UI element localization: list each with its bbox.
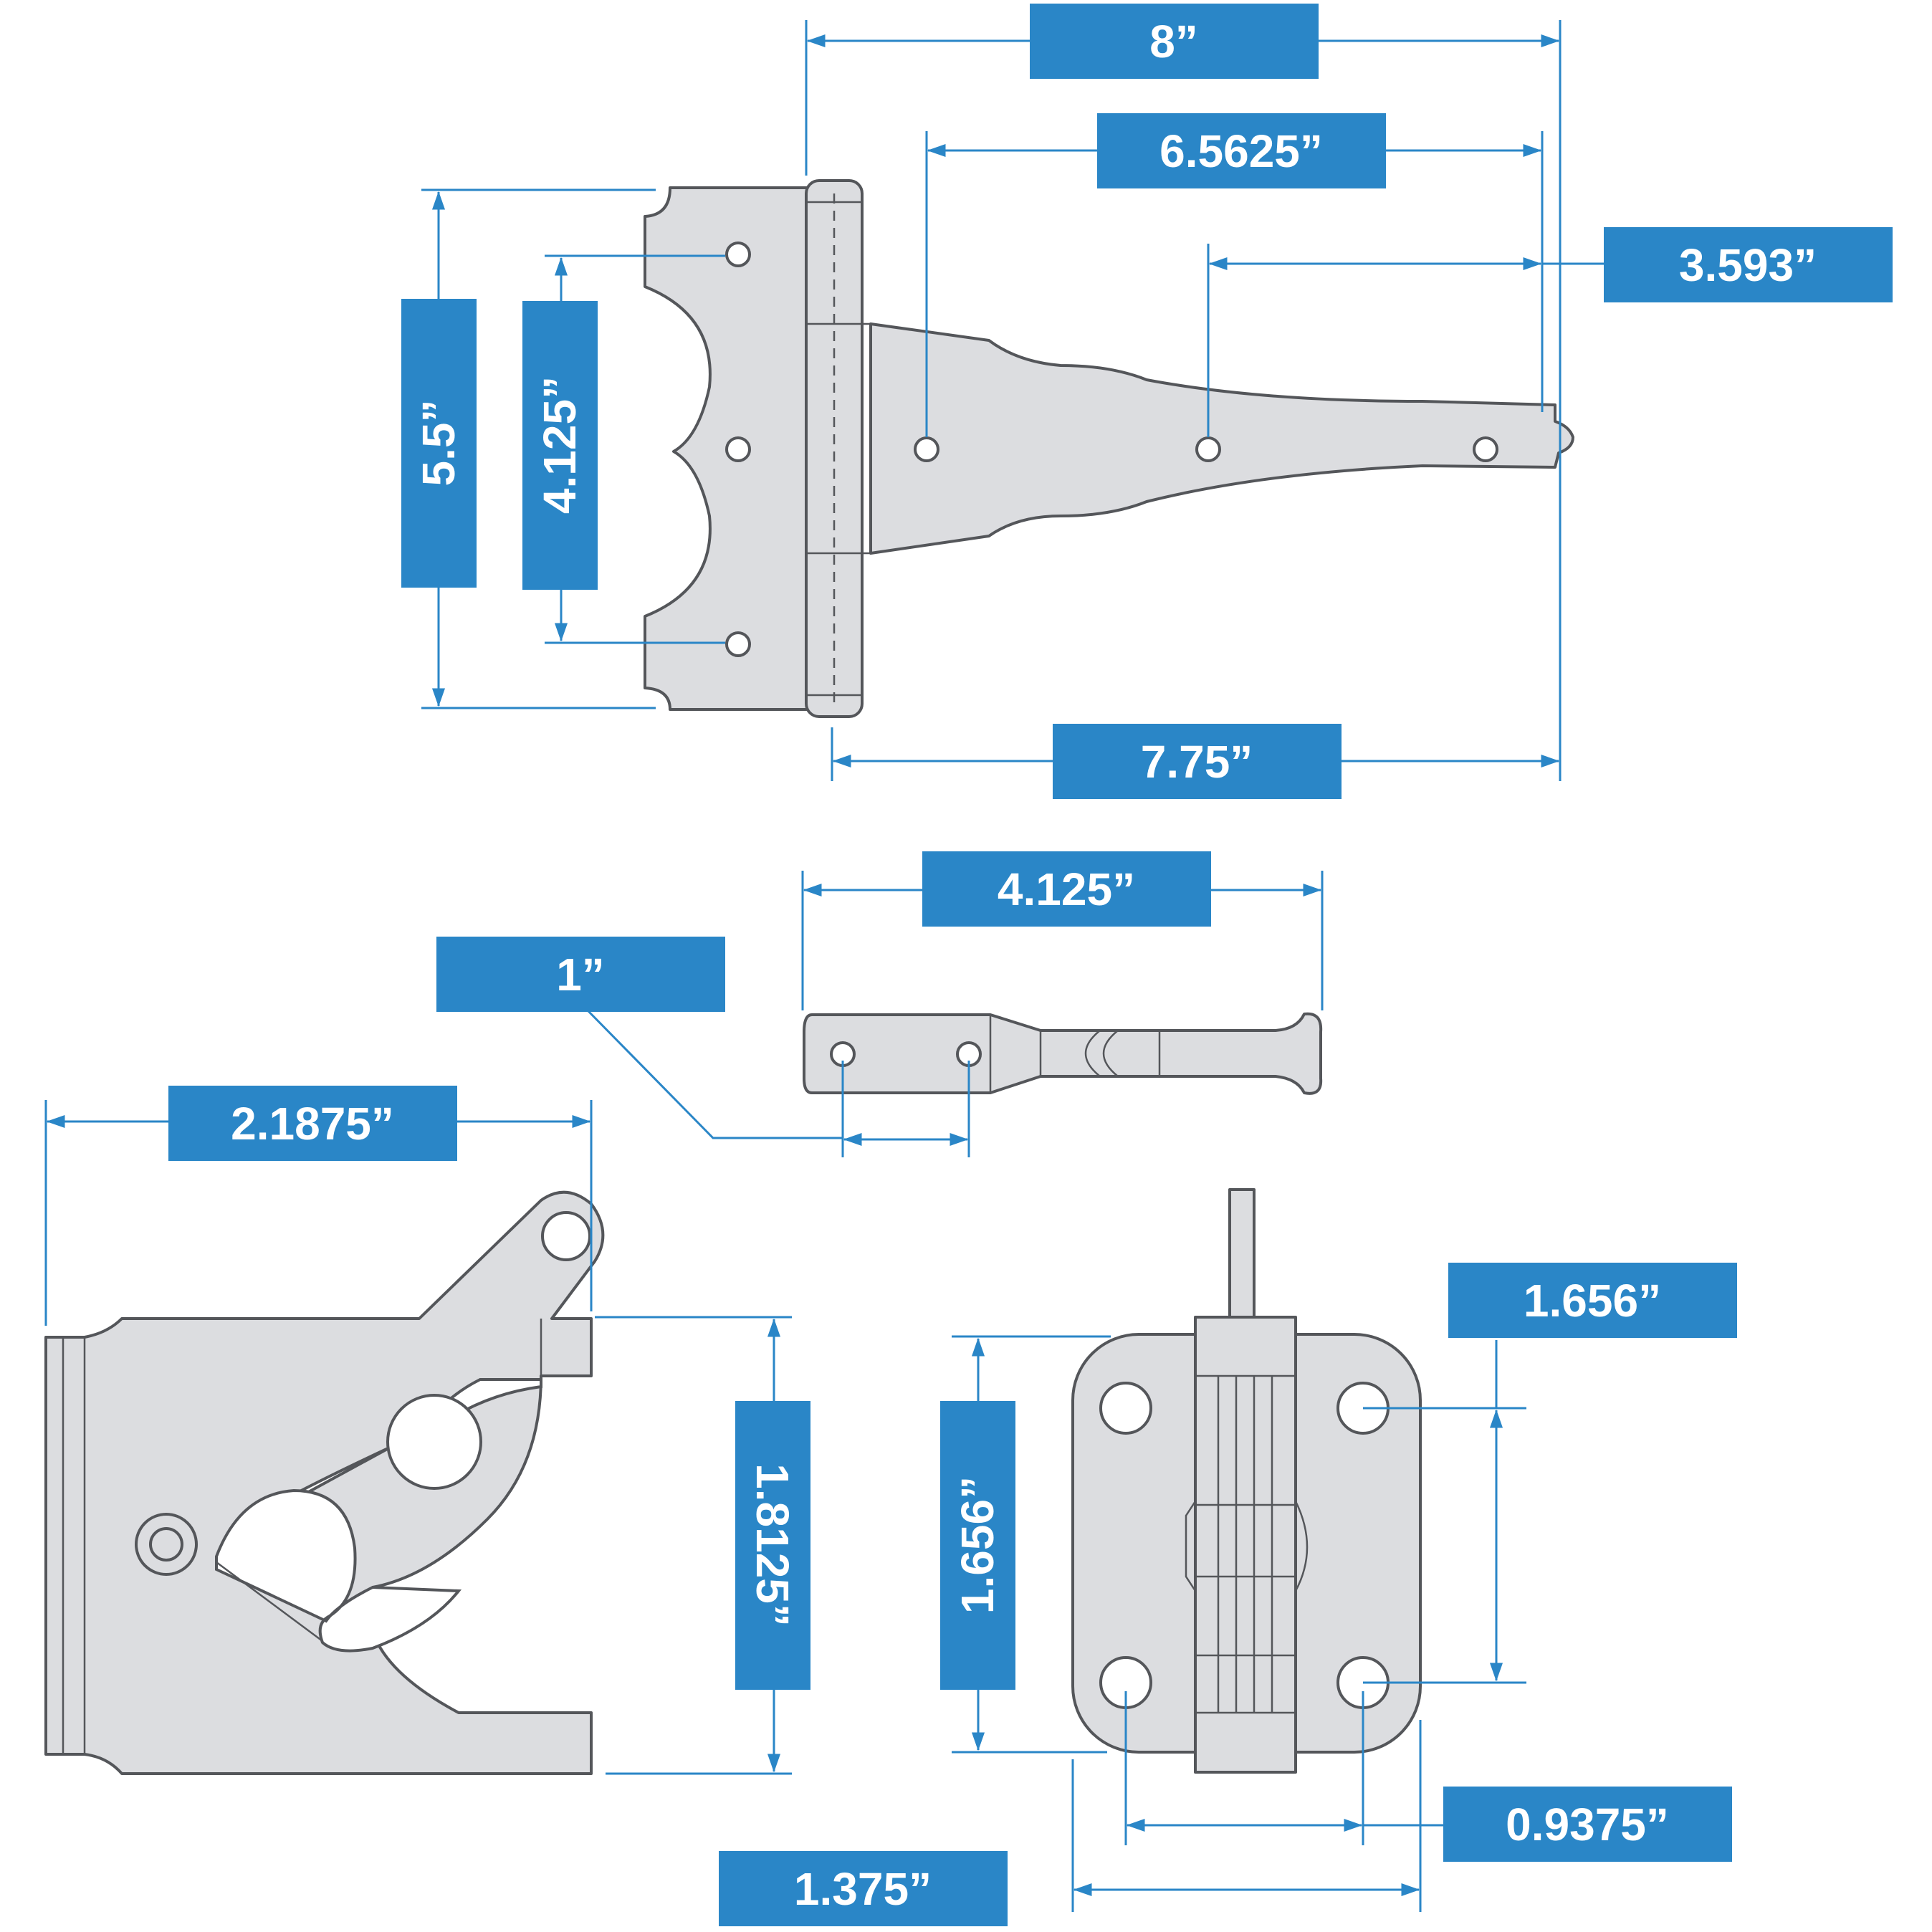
gravity-latch [44,1190,605,1775]
catch-dimensions [952,1335,1526,1912]
hinge-strap-hole-2 [1195,436,1221,462]
catch-hole-top-left [1099,1382,1152,1435]
catch-post [1228,1188,1256,1324]
latch-rivet-inner [149,1527,183,1562]
catch-housing [1194,1316,1297,1774]
hinge-leaf-hole-bottom [725,631,751,657]
label-catch-hole-span: 1.656” [1524,1275,1661,1326]
label-catch-width: 1.375” [794,1863,932,1915]
latch-catch [1071,1188,1422,1774]
label-hinge-leaf-height: 5.5” [413,400,464,487]
hinge-strap-hole-3 [1473,436,1498,462]
hinge-knuckle [805,179,864,718]
label-bar-hole-spacing: 1” [556,949,605,1000]
dimension-labels: 8” 6.5625” 3.593” 5.5” 4.125” 7.75” 4.12… [168,4,1893,1926]
label-hinge-leaf-hole-span: 4.125” [534,376,585,514]
label-bar-length: 4.125” [998,864,1135,915]
latch-arm-hole [541,1211,591,1261]
latch-bar-body [803,1012,1323,1095]
label-catch-hole-spacing: 0.9375” [1506,1799,1669,1850]
t-hinge [644,179,1574,718]
label-hinge-strap-hole-span: 6.5625” [1159,125,1323,177]
latch-bar [803,1012,1323,1095]
label-catch-height: 1.656” [952,1476,1003,1614]
hinge-strap [869,322,1574,555]
label-hinge-strap-length: 7.75” [1141,736,1253,788]
label-hinge-overall-length: 8” [1149,16,1198,67]
latch-pivot-hole [386,1394,482,1490]
label-hinge-strap-tip-to-hole: 3.593” [1679,239,1817,291]
hinge-leaf-hole-middle [725,436,751,462]
hinge-leaf-hole-top [725,242,751,267]
label-latch-width: 2.1875” [231,1098,394,1149]
hinge-strap-hole-1 [914,436,939,462]
label-latch-height: 1.8125” [747,1463,798,1627]
